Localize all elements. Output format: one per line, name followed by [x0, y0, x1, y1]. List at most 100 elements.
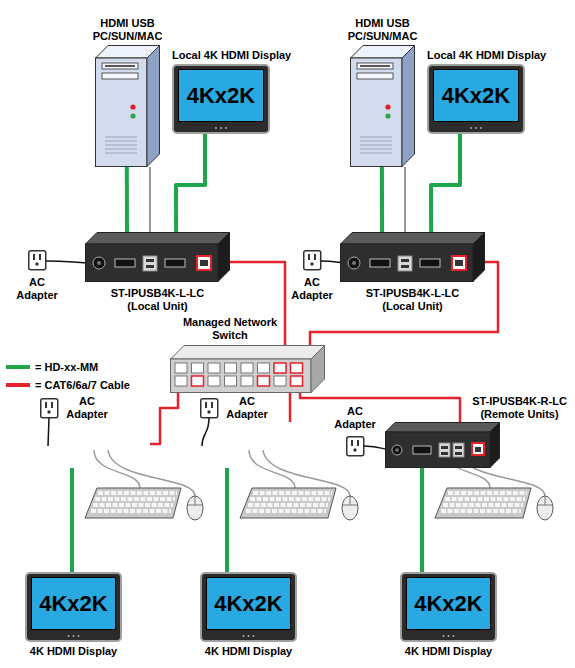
- cable-connector: [431, 134, 460, 232]
- shape-part: [175, 376, 187, 386]
- network-cable: [289, 393, 292, 422]
- cable-connector: [380, 167, 384, 232]
- pc-tower: HDMI USB PC/SUN/MAC: [350, 45, 415, 167]
- shape-part: [171, 346, 325, 360]
- shape-part: [357, 73, 393, 79]
- shape-part: [173, 65, 269, 133]
- cable-connector: [125, 167, 129, 232]
- screen-text: 4Kx2K: [214, 592, 282, 616]
- shape-part: [243, 635, 245, 637]
- network-cable: [150, 393, 178, 444]
- display-label: Local 4K HDMI Display: [427, 49, 546, 62]
- hdmi-cables: [72, 468, 227, 572]
- network-cables: [150, 393, 290, 444]
- shape-part: [360, 141, 392, 142]
- ac-outlet: [41, 399, 58, 418]
- shape-part: [130, 104, 135, 109]
- shape-part: [201, 573, 296, 641]
- shape-part: [420, 259, 440, 267]
- shape-part: [175, 363, 187, 373]
- shape-part: [455, 446, 462, 449]
- shape-part: [475, 127, 477, 129]
- shape-part: [351, 58, 403, 167]
- power-cord: [202, 418, 209, 446]
- shape-part: [258, 363, 270, 373]
- shape-part: [225, 376, 237, 386]
- shape-part: [291, 363, 303, 373]
- shape-part: [357, 63, 393, 69]
- ac-outlet: [304, 251, 321, 270]
- usb-cable: [94, 450, 140, 488]
- shape-part: [105, 145, 137, 146]
- shape-part: [274, 363, 286, 373]
- display-label: Local 4K HDMI Display: [172, 49, 291, 62]
- shape-part: [401, 259, 409, 262]
- shape-part: [220, 127, 222, 129]
- ac-adapter-label: AC Adapter: [289, 276, 335, 301]
- cable-connector: [420, 468, 424, 572]
- legend-row: = CAT6/6a/7 Cable: [6, 376, 130, 394]
- shape-part: [105, 65, 135, 67]
- shape-part: [253, 635, 255, 637]
- shape-part: [348, 257, 360, 269]
- display-label: 4K HDMI Display: [405, 645, 492, 658]
- hdmi-display: Local 4K HDMI Display4Kx2K: [172, 64, 270, 134]
- shape-part: [146, 265, 154, 268]
- shape-part: [102, 73, 138, 79]
- shape-part: [443, 635, 445, 637]
- keyboard: [85, 488, 181, 518]
- local-unit: ST-IPUSB4K-L-LC (Local Unit): [85, 232, 230, 282]
- mouse: [537, 496, 553, 520]
- shape-part: [218, 233, 230, 282]
- shape-part: [441, 446, 448, 449]
- shape-part: [470, 127, 472, 129]
- mouse: [342, 496, 358, 520]
- power-cord: [48, 418, 49, 446]
- shape-part: [291, 376, 303, 386]
- shape-part: [452, 256, 466, 270]
- mouse: [187, 496, 203, 520]
- pc-tower-outline: [95, 45, 160, 167]
- switch-label: Managed Network Switch: [178, 316, 282, 341]
- shape-part: [490, 423, 500, 468]
- shape-part: [192, 376, 204, 386]
- shape-part: [360, 145, 392, 146]
- shape-part: [248, 635, 250, 637]
- pc-tower-outline: [350, 45, 415, 167]
- shape-part: [93, 257, 105, 269]
- computer-heading: HDMI USB PC/SUN/MAC: [346, 17, 420, 42]
- shape-part: [86, 244, 219, 282]
- shape-part: [215, 127, 217, 129]
- keyboard: [240, 488, 336, 518]
- shape-part: [225, 127, 227, 129]
- local-unit-outline: [85, 232, 230, 282]
- shape-part: [480, 127, 482, 129]
- power-cords: [46, 261, 392, 450]
- shape-part: [115, 259, 135, 267]
- hdmi-display: 4Kx2K4K HDMI Display: [200, 572, 297, 642]
- shape-part: [360, 137, 392, 138]
- cable-connector: [404, 167, 406, 232]
- shape-part: [386, 423, 500, 433]
- shape-part: [241, 376, 253, 386]
- shape-part: [428, 65, 524, 133]
- shape-part: [472, 443, 484, 455]
- unit-label: ST-IPUSB4K-L-LC (Local Unit): [109, 287, 207, 312]
- computer-heading: HDMI USB PC/SUN/MAC: [91, 17, 165, 42]
- shape-part: [473, 233, 485, 282]
- shape-part: [360, 153, 392, 154]
- shape-part: [208, 363, 220, 373]
- shape-part: [360, 149, 392, 150]
- shape-part: [200, 260, 208, 266]
- hdmi-display: Local 4K HDMI Display4Kx2K: [427, 64, 525, 134]
- shape-part: [360, 65, 390, 67]
- screen-text: 4Kx2K: [442, 84, 510, 108]
- shape-part: [455, 452, 462, 455]
- shape-part: [448, 635, 450, 637]
- shape-part: [475, 447, 481, 452]
- shape-part: [130, 113, 135, 118]
- hdmi-cable: [70, 468, 74, 572]
- shape-part: [97, 261, 101, 265]
- keyboards-and-mice: [85, 488, 553, 520]
- shape-part: [192, 363, 204, 373]
